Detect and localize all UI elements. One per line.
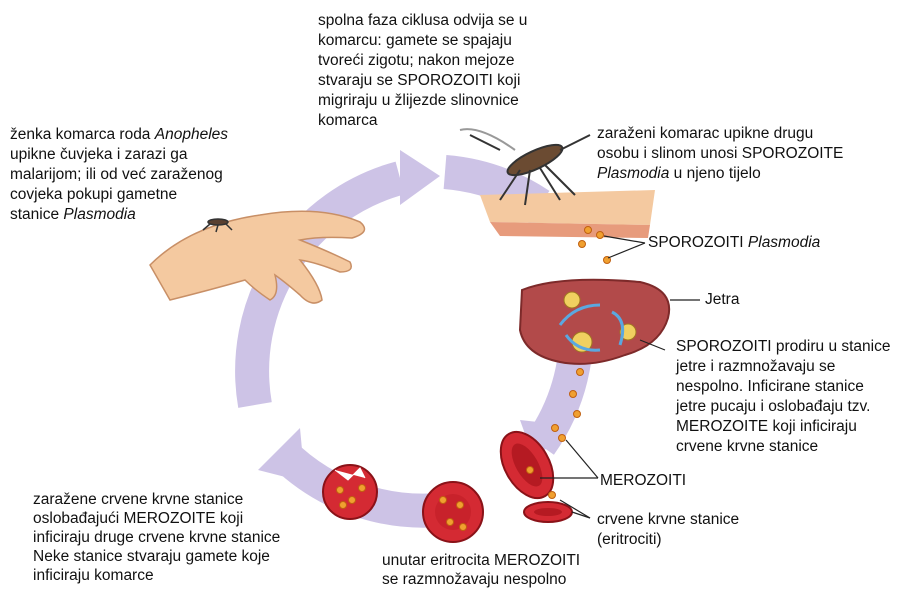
liver-illustration [520,280,669,364]
label-sporozoiti: SPOROZOITI Plasmodia [648,233,820,253]
text-mosquito-bites-human: ženka komarca roda Anopheles upikne čuvj… [10,125,228,225]
text-left-a: ženka komarca roda [10,126,155,143]
text-merozoite-multiply: unutar eritrocita MEROZOITI se razmnožav… [382,551,580,589]
text-mosquito-sexual-phase: spolna faza ciklusa odvija se u komarcu:… [318,11,527,131]
label-jetra: Jetra [705,290,739,310]
text-liver-stage: SPOROZOITI prodiru u stanice jetre i raz… [676,337,891,457]
label-sporozoiti-a: SPOROZOITI [648,234,748,251]
text-right-c: u njeno tijelo [669,165,760,182]
label-sporozoiti-b: Plasmodia [748,234,820,251]
text-right-b: Plasmodia [597,165,669,182]
hand-illustration [150,211,365,303]
text-left-b: Anopheles [155,126,228,143]
skin-section [480,190,655,238]
label-merozoiti: MEROZOITI [600,471,686,491]
text-infected-red-cells: zaražene crvene krvne stanice oslobađaju… [33,490,280,585]
label-red-blood-cells: crvene krvne stanice (eritrociti) [597,510,739,550]
text-infected-mosquito: zaraženi komarac upikne drugu osobu i sl… [597,124,843,184]
text-left-d: Plasmodia [63,206,135,223]
text-right-a: zaraženi komarac upikne drugu osobu i sl… [597,125,843,162]
